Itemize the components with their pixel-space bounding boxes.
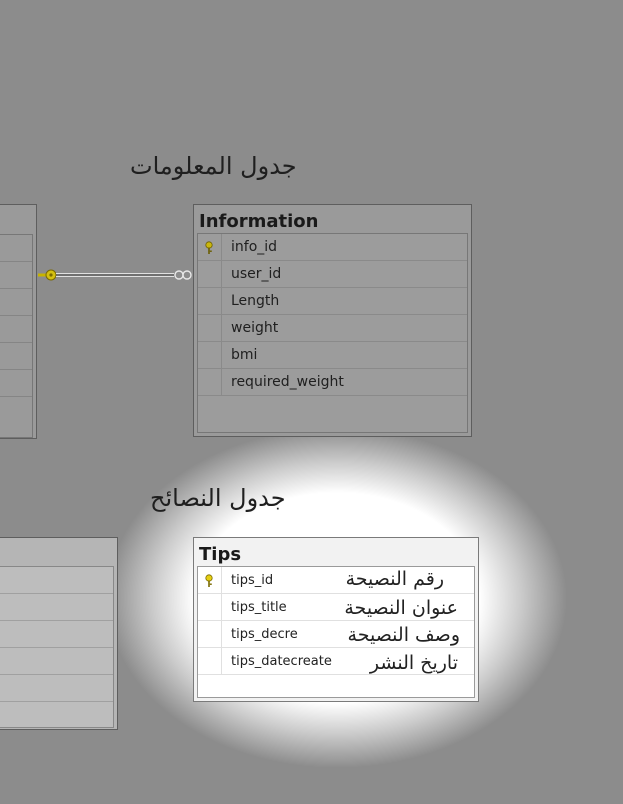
partial-table-left-bottom[interactable]: [0, 537, 118, 730]
partial-row: [0, 648, 113, 675]
field-note-arabic: وصف النصيحة: [347, 624, 460, 646]
field-note-arabic: عنوان النصيحة: [344, 597, 458, 619]
row-selector: [198, 315, 222, 341]
partial-row: [0, 370, 32, 397]
table-row[interactable]: tips_datecreate تاريخ النشر: [198, 648, 474, 675]
primary-key-icon: [205, 574, 213, 587]
tips-table[interactable]: Tips tips_id رقم النصيحة tips_title عنوا…: [193, 537, 479, 702]
table-row[interactable]: Length: [198, 288, 467, 315]
partial-row: [0, 567, 113, 594]
partial-table-left-top[interactable]: [0, 204, 37, 439]
row-selector: [198, 261, 222, 287]
field-name: user_id: [231, 266, 282, 282]
partial-row: [0, 316, 32, 343]
primary-key-end-icon: [38, 269, 57, 281]
many-end-infinity-icon: [174, 270, 192, 280]
field-name: tips_id: [231, 573, 274, 588]
row-selector: [198, 288, 222, 314]
partial-row: [0, 675, 113, 702]
partial-row: [0, 235, 32, 262]
partial-row: [0, 397, 32, 437]
partial-row: [0, 594, 113, 621]
information-table-caption: جدول المعلومات: [130, 152, 297, 180]
primary-key-icon: [205, 241, 213, 254]
field-name: Length: [231, 293, 280, 309]
partial-row: [0, 702, 113, 727]
partial-table-body: [0, 234, 33, 438]
field-name: info_id: [231, 239, 278, 255]
table-row[interactable]: weight: [198, 315, 467, 342]
tips-table-title: Tips: [199, 544, 242, 565]
row-selector: [198, 648, 222, 674]
row-selector: [198, 234, 222, 260]
tips-table-caption: جدول النصائح: [150, 484, 286, 512]
table-row[interactable]: tips_decre وصف النصيحة: [198, 621, 474, 648]
field-name: weight: [231, 320, 279, 336]
field-note-arabic: تاريخ النشر: [369, 652, 458, 674]
table-row[interactable]: tips_title عنوان النصيحة: [198, 594, 474, 621]
field-name: required_weight: [231, 374, 344, 390]
table-row[interactable]: required_weight: [198, 369, 467, 396]
row-selector: [198, 594, 222, 620]
partial-row: [0, 621, 113, 648]
table-row[interactable]: user_id: [198, 261, 467, 288]
information-table-title: Information: [199, 211, 319, 232]
partial-row: [0, 289, 32, 316]
information-table-body: info_id user_id Length weight bmi requir…: [197, 233, 468, 433]
field-name: bmi: [231, 347, 258, 363]
field-name: tips_decre: [231, 627, 298, 642]
information-table[interactable]: Information info_id user_id Length weigh…: [193, 204, 472, 437]
table-row[interactable]: info_id: [198, 234, 467, 261]
table-row[interactable]: bmi: [198, 342, 467, 369]
partial-row: [0, 262, 32, 289]
partial-table-body: [0, 566, 114, 728]
field-note-arabic: رقم النصيحة: [345, 568, 444, 590]
row-selector: [198, 567, 222, 593]
relationship-connector[interactable]: [36, 262, 196, 288]
table-row[interactable]: tips_id رقم النصيحة: [198, 567, 474, 594]
partial-row: [0, 343, 32, 370]
field-name: tips_datecreate: [231, 654, 332, 669]
field-name: tips_title: [231, 600, 287, 615]
row-selector: [198, 621, 222, 647]
tips-table-body: tips_id رقم النصيحة tips_title عنوان الن…: [197, 566, 475, 698]
row-selector: [198, 369, 222, 395]
row-selector: [198, 342, 222, 368]
